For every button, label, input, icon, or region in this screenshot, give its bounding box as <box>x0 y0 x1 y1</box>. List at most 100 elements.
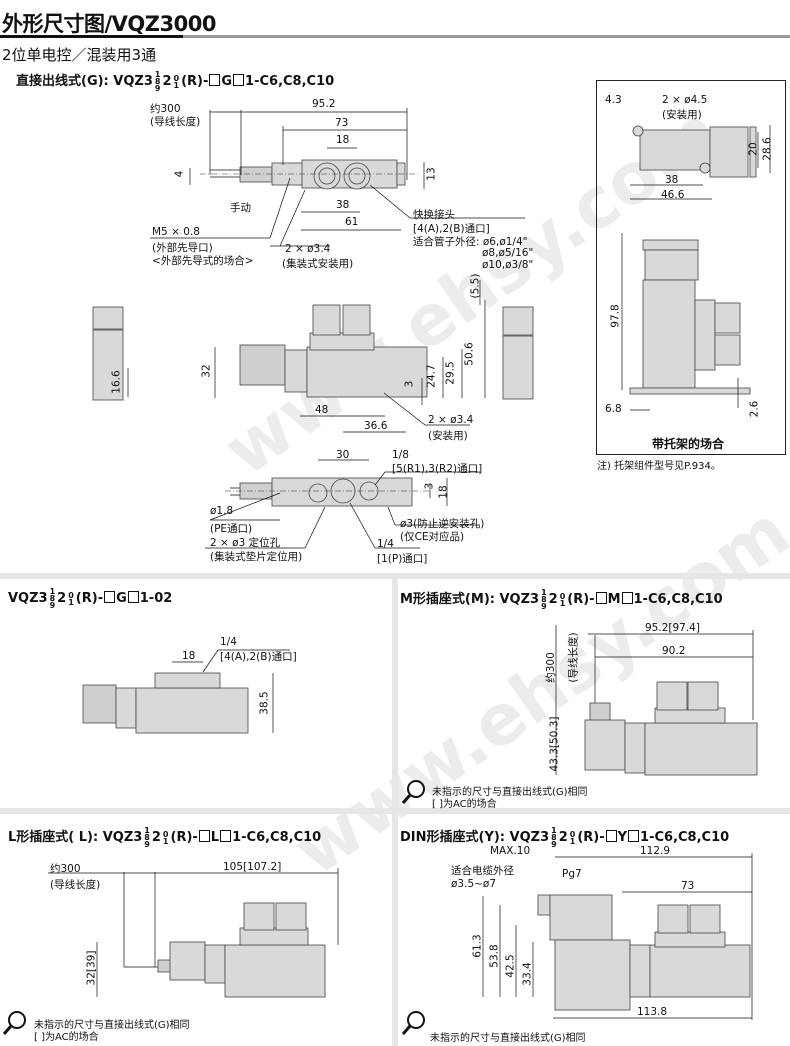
dim-lead-note: (导线长度) <box>150 116 201 128</box>
dim-4-3: 4.3 <box>605 94 622 106</box>
dim-90-2: 90.2 <box>662 645 686 657</box>
dim-3: 3 <box>403 380 416 388</box>
dim-3b: 3 <box>423 482 436 490</box>
dim-61-3: 61.3 <box>471 934 484 958</box>
dim-95-2: 95.2 <box>312 98 336 110</box>
bracket-panel <box>596 80 786 455</box>
dim-4: 4 <box>173 170 186 178</box>
bottom-view-drawing <box>205 459 480 549</box>
cable-diameter-range: ø3.5~ø7 <box>451 878 497 890</box>
dim-73-din: 73 <box>681 880 695 892</box>
dim-32: 32 <box>200 364 213 378</box>
dim-73: 73 <box>335 117 349 129</box>
dim-24-7: 24.7 <box>425 364 438 388</box>
g02-port-note: [4(A),2(B)通口] <box>220 651 297 663</box>
magnifier-icon <box>2 1011 26 1035</box>
l-plug-drawing <box>48 868 339 998</box>
m-note-ac: [ ]为AC的场合 <box>432 799 497 810</box>
ce-hole: ø3(防止逆安装孔) <box>400 518 485 530</box>
bracket-holes: 2 × ø4.5 <box>662 94 708 106</box>
dim-30: 30 <box>336 449 350 461</box>
mount-holes-label: 2 × ø3.4 <box>285 243 331 255</box>
m-note: 未指示的尺寸与直接出线式(G)相同 <box>432 787 588 798</box>
m-lead-note: (导线长度) <box>567 632 580 683</box>
pe-port-note: (PE通口) <box>210 523 253 535</box>
dim-29-5: 29.5 <box>444 361 457 385</box>
bracket-holes-note: (安装用) <box>662 109 702 121</box>
fitting-tube-size2: ø8,ø5/16" <box>482 247 534 259</box>
title-underline <box>0 35 790 38</box>
dim-105: 105[107.2] <box>223 861 282 873</box>
dim-5-5: (5.5) <box>469 273 482 299</box>
dim-6-8: 6.8 <box>605 403 622 415</box>
ce-hole-note: (仅CE对应品) <box>400 531 465 543</box>
din-note: 未指示的尺寸与直接出线式(G)相同 <box>430 1033 586 1044</box>
g02-port-size: 1/4 <box>220 636 237 648</box>
max-10: MAX.10 <box>490 845 531 857</box>
pe-port-size: ø1.8 <box>210 505 234 517</box>
pg7-label: Pg7 <box>562 868 582 880</box>
dim-16-6: 16.6 <box>110 370 123 394</box>
dim-32-39: 32[39] <box>85 950 98 986</box>
locating-pins-note: (集装式垫片定位用) <box>210 551 303 563</box>
dim-18c: 18 <box>182 650 196 662</box>
dim-13: 13 <box>425 167 438 181</box>
front-holes-label: 2 × ø3.4 <box>428 414 474 426</box>
dim-61: 61 <box>345 216 359 228</box>
dim-18: 18 <box>336 134 350 146</box>
m-plug-drawing <box>555 625 758 776</box>
l-lead-length: 约300 <box>50 863 81 875</box>
bracket-footnote: 注) 托架组件型号见P.934。 <box>597 461 721 472</box>
fitting-ports: [4(A),2(B)通口] <box>413 223 490 235</box>
m-lead-length: 约300 <box>544 652 557 683</box>
dim-lead-length: 约300 <box>150 103 181 115</box>
dim-38b: 38 <box>665 174 679 186</box>
dim-97-8: 97.8 <box>609 304 622 328</box>
locating-pins: 2 × ø3 定位孔 <box>210 537 281 549</box>
column-divider <box>392 573 398 1046</box>
din-plug-drawing <box>482 853 753 1020</box>
dim-112-9: 112.9 <box>640 845 671 857</box>
bracket-caption: 带托架的场合 <box>652 437 725 451</box>
fitting-tube-size3: ø10,ø3/8" <box>482 259 534 271</box>
exhaust-port-note: [5(R1),3(R2)通口] <box>392 463 483 475</box>
exhaust-port-size: 1/8 <box>392 449 409 461</box>
l-lead-note: (导线长度) <box>50 879 101 891</box>
top-view-drawing <box>150 108 525 247</box>
m5-port-note: (外部先导口) <box>152 242 213 254</box>
m5-port-note2: <外部先导式的场合> <box>152 255 254 267</box>
front-holes-note: (安装用) <box>428 430 468 442</box>
dim-18b: 18 <box>437 485 450 499</box>
fitting-tube-size: 适合管子外径: ø6,ø1/4" <box>413 236 528 248</box>
dim-36-6: 36.6 <box>364 420 388 432</box>
dim-33-4: 33.4 <box>521 962 534 986</box>
section-subtitle: 2位单电控／混装用3通 <box>2 46 157 64</box>
page-title: 外形尺寸图/VQZ3000 <box>2 12 216 36</box>
dim-48: 48 <box>315 404 329 416</box>
p-port-note: [1(P)通口] <box>377 553 428 565</box>
m5-port-label: M5 × 0.8 <box>152 226 200 238</box>
fitting-label: 快换接头 <box>413 209 455 221</box>
dim-38: 38 <box>336 199 350 211</box>
cable-diameter-label: 适合电缆外径 <box>451 865 514 877</box>
bracket-drawing <box>621 125 771 411</box>
dim-28-6: 28.6 <box>761 137 774 161</box>
manual-override-label: 手动 <box>230 202 251 214</box>
l-note: 未指示的尺寸与直接出线式(G)相同 <box>34 1020 190 1031</box>
dim-42-5: 42.5 <box>504 954 517 978</box>
dim-43-3: 43.3[50.3] <box>548 716 561 772</box>
dim-38-5: 38.5 <box>258 691 271 715</box>
dim-113-8: 113.8 <box>637 1006 668 1018</box>
dim-50-6: 50.6 <box>463 342 476 366</box>
p-port-size: 1/4 <box>377 538 394 550</box>
dim-46-6: 46.6 <box>661 189 685 201</box>
dim-2-6: 2.6 <box>748 400 761 418</box>
magnifier-icon <box>401 1011 425 1035</box>
